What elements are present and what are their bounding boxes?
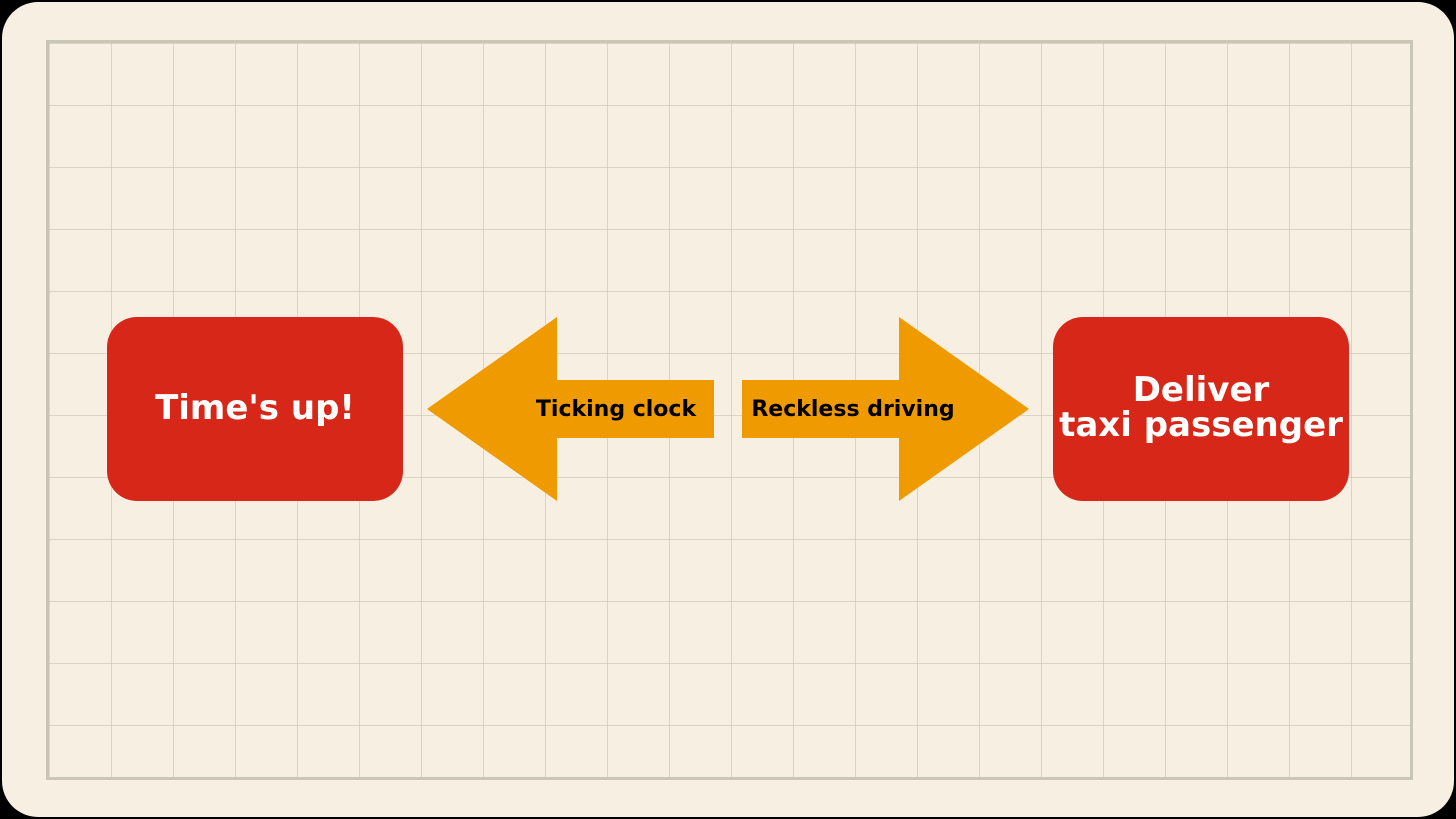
left-arrow-label: Ticking clock [536,397,698,422]
right-arrow-label: Reckless driving [751,397,954,422]
goal-box-right: Deliver taxi passenger [1053,317,1349,501]
left-box-label: Time's up! [155,388,355,428]
right-arrow-shape [742,317,1029,501]
right-box-label-line1: Deliver [1133,370,1270,410]
left-arrow-shape [427,317,714,501]
right-box-shape [1053,317,1349,501]
left-box-shape [107,317,403,501]
ticking-clock-arrow: Ticking clock [427,317,714,501]
goal-box-left: Time's up! [107,317,403,501]
reckless-driving-arrow: Reckless driving [742,317,1029,501]
right-box-label-line2: taxi passenger [1059,405,1343,445]
